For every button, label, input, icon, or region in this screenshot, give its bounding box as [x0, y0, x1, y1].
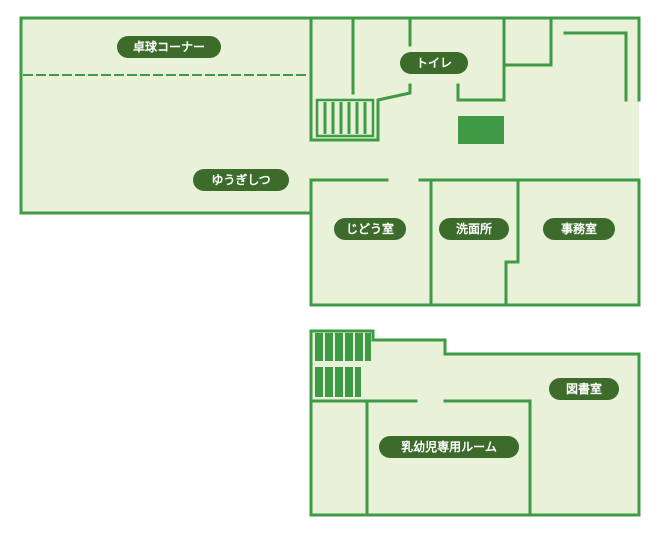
wall-lower-outline [309, 329, 641, 517]
room-label-text: 図書室 [566, 381, 602, 396]
room-label-text: 乳幼児専用ルーム [401, 439, 497, 454]
wall-partition-5 [563, 31, 628, 102]
room-label-playroom: ゆうぎしつ [193, 169, 289, 191]
stairs-lower [315, 333, 371, 397]
toilet-fixture [458, 116, 504, 144]
room-label-table-tennis: 卓球コーナー [117, 36, 221, 58]
room-label-toilet: トイレ [400, 52, 468, 74]
wall-stair-enclosure [309, 83, 412, 142]
stair-lower-top [315, 333, 371, 361]
room-label-text: 事務室 [561, 221, 597, 236]
floor-lower-block [311, 331, 639, 515]
wall-partition-4 [502, 16, 553, 67]
stairs-upper [315, 98, 375, 138]
room-label-text: 洗面所 [456, 221, 492, 236]
room-label-office: 事務室 [543, 218, 615, 240]
floor-middle-rooms [311, 180, 639, 305]
room-label-text: 卓球コーナー [133, 39, 205, 54]
wall-main-hall [19, 16, 641, 215]
wall-middle-top-left [309, 178, 389, 215]
wall-partition-3 [456, 16, 506, 102]
room-label-library: 図書室 [549, 378, 619, 400]
floor-fills [21, 18, 639, 515]
wall-wash-office [504, 178, 520, 307]
walls [19, 16, 641, 517]
room-label-text: ゆうぎしつ [211, 172, 270, 187]
stair-upper-steps [323, 102, 367, 134]
wall-middle-top-right [309, 178, 641, 307]
room-label-infant-room: 乳幼児専用ルーム [379, 436, 519, 458]
room-label-text: トイレ [416, 56, 452, 70]
stair-lower-bottom [315, 367, 361, 397]
room-label-text: じどう室 [346, 221, 394, 236]
room-label-kids-room: じどう室 [334, 218, 406, 240]
room-label-washroom: 洗面所 [439, 218, 509, 240]
stair-upper-frame [315, 98, 375, 138]
